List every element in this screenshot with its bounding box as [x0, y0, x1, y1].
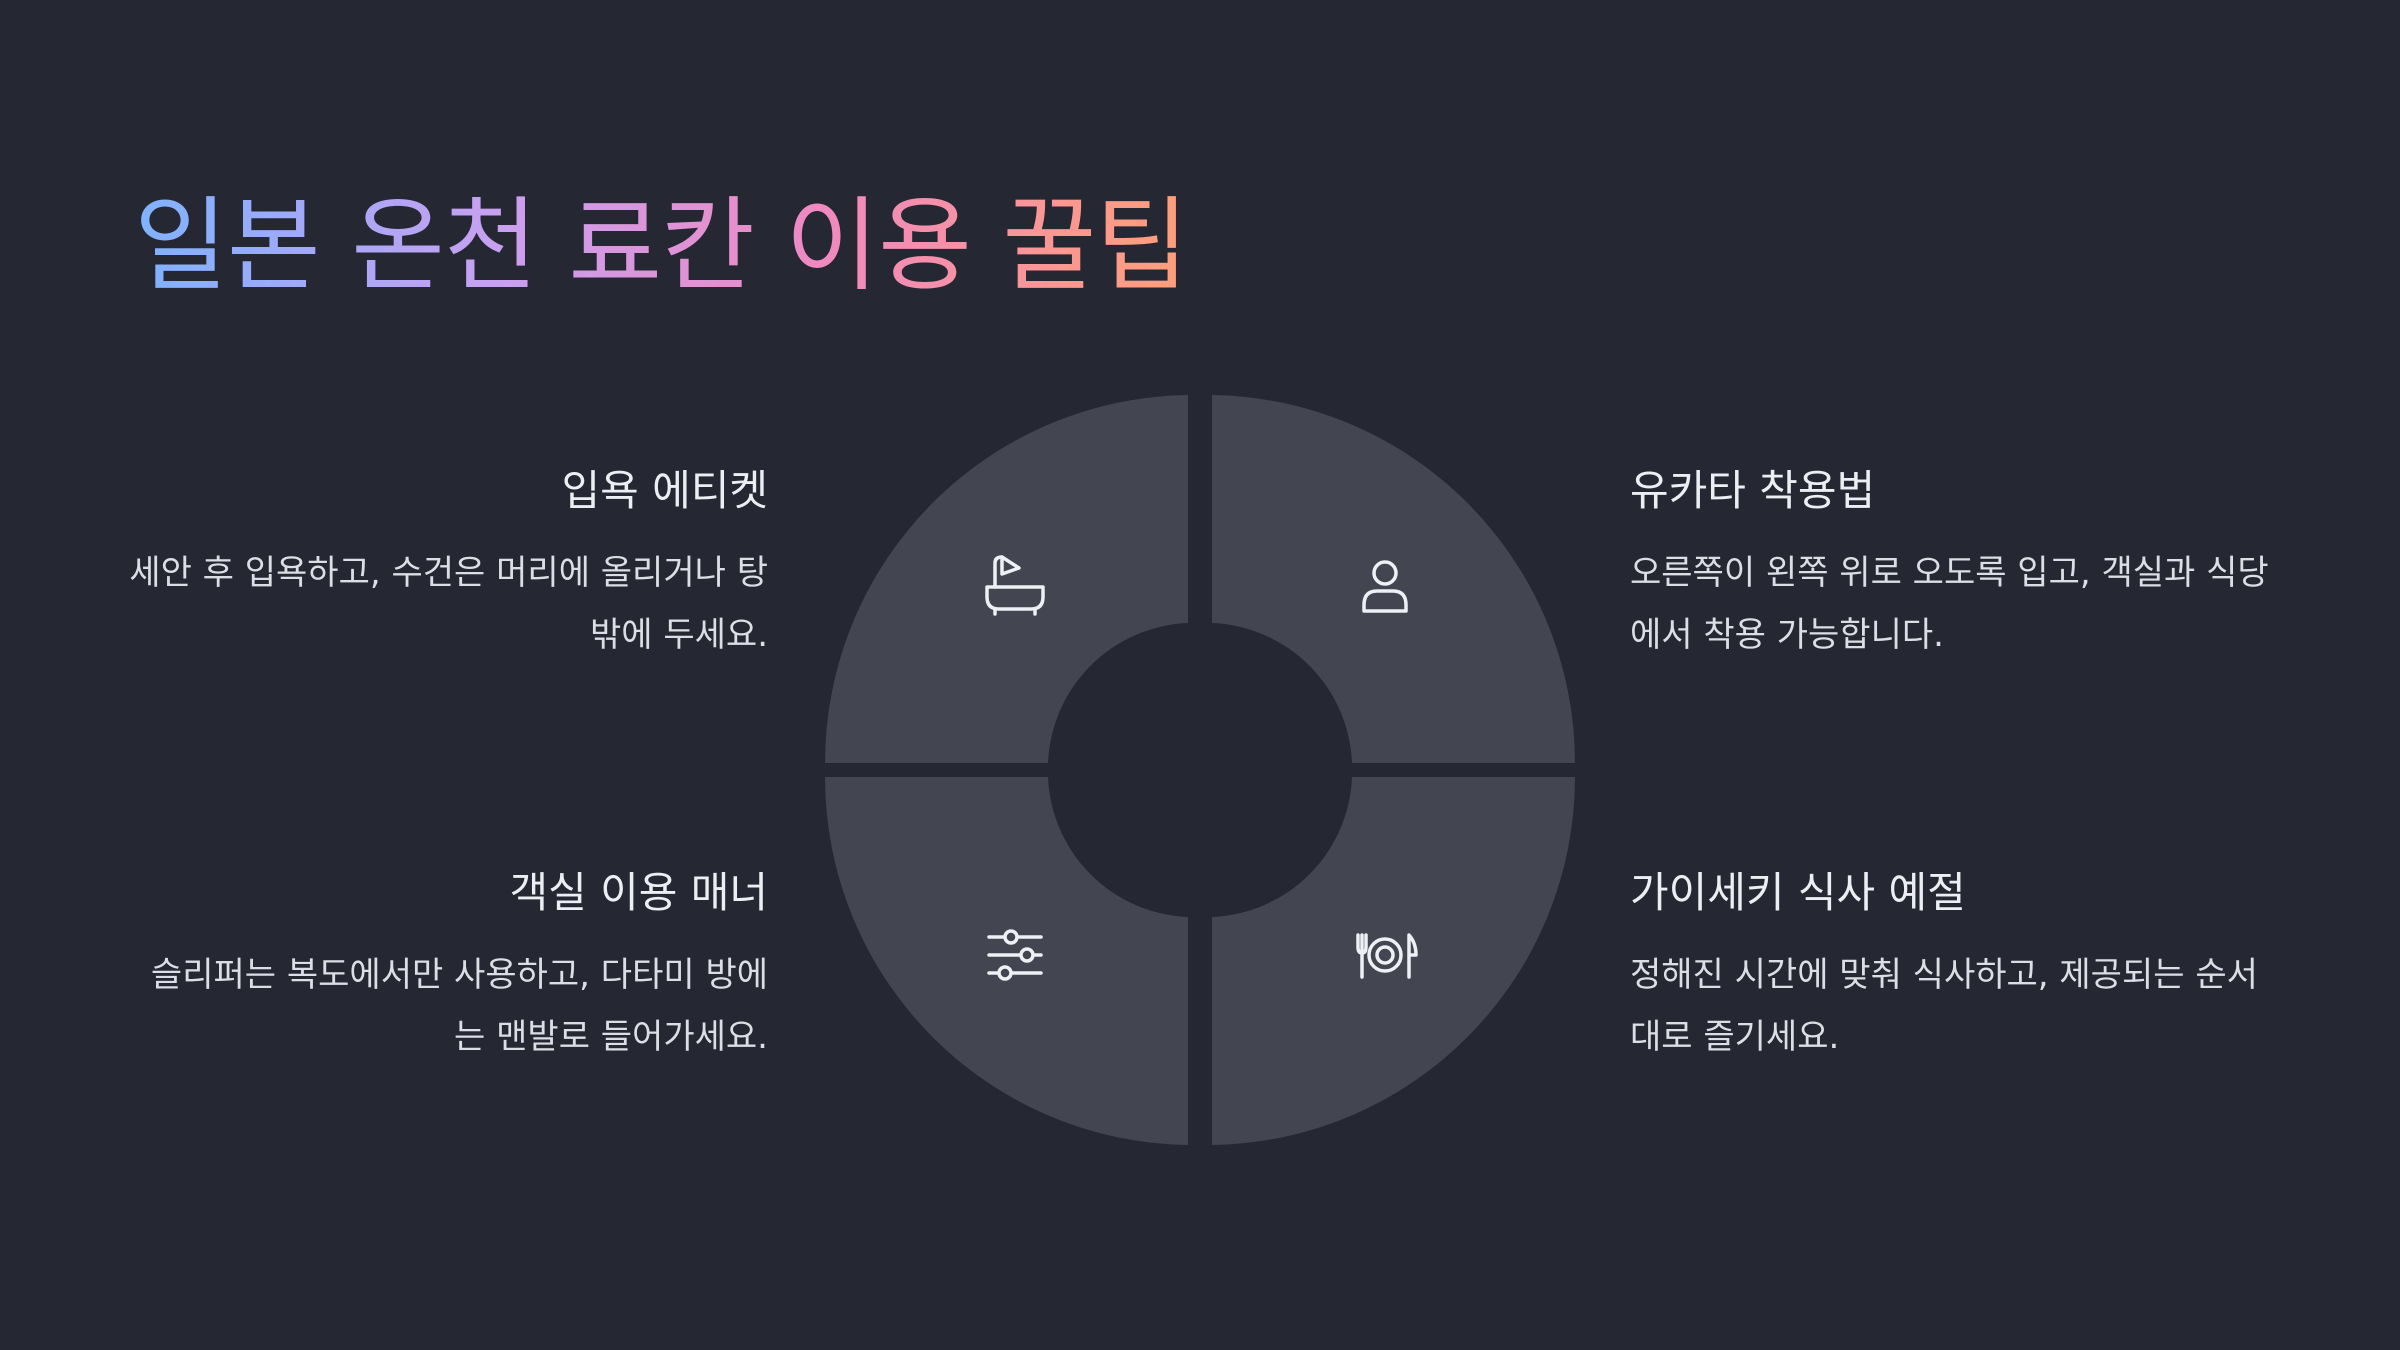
segment-bottom-left: [825, 777, 1188, 1145]
tip-heading: 입욕 에티켓: [561, 466, 768, 515]
segment-top-left: [825, 395, 1188, 763]
tip-description: 세안 후 입욕하고, 수건은 머리에 올리거나 탕 밖에 두세요.: [129, 553, 768, 656]
segment-bottom-right: [1212, 777, 1575, 1145]
tip-description: 정해진 시간에 맞춰 식사하고, 제공되는 순서대로 즐기세요.: [1630, 955, 2258, 1058]
page-title: 일본 온천 료칸 이용 꿀팁: [134, 187, 1189, 306]
tip-heading: 가이세키 식사 예절: [1630, 868, 1966, 917]
person-icon: [1362, 560, 1408, 613]
tip-description: 오른쪽이 왼쪽 위로 오도록 입고, 객실과 식당에서 착용 가능합니다.: [1630, 553, 2269, 656]
tip-bathing-etiquette: 입욕 에티켓 세안 후 입욕하고, 수건은 머리에 올리거나 탕 밖에 두세요.: [128, 466, 768, 666]
dining-plate-icon: [1356, 933, 1418, 979]
tip-room-manners: 객실 이용 매너 슬리퍼는 복도에서만 사용하고, 다타미 방에는 맨발로 들어…: [128, 868, 768, 1068]
tip-yukata-wearing: 유카타 착용법 오른쪽이 왼쪽 위로 오도록 입고, 객실과 식당에서 착용 가…: [1630, 466, 2270, 666]
sliders-icon: [987, 929, 1043, 981]
tip-kaiseki-dining: 가이세키 식사 예절 정해진 시간에 맞춰 식사하고, 제공되는 순서대로 즐기…: [1630, 868, 2270, 1068]
bathtub-icon: [985, 555, 1045, 616]
tip-description: 슬리퍼는 복도에서만 사용하고, 다타미 방에는 맨발로 들어가세요.: [150, 955, 768, 1058]
quadrant-ring-diagram: [825, 395, 1575, 1145]
tip-heading: 객실 이용 매너: [509, 868, 768, 917]
tip-heading: 유카타 착용법: [1630, 466, 1876, 515]
